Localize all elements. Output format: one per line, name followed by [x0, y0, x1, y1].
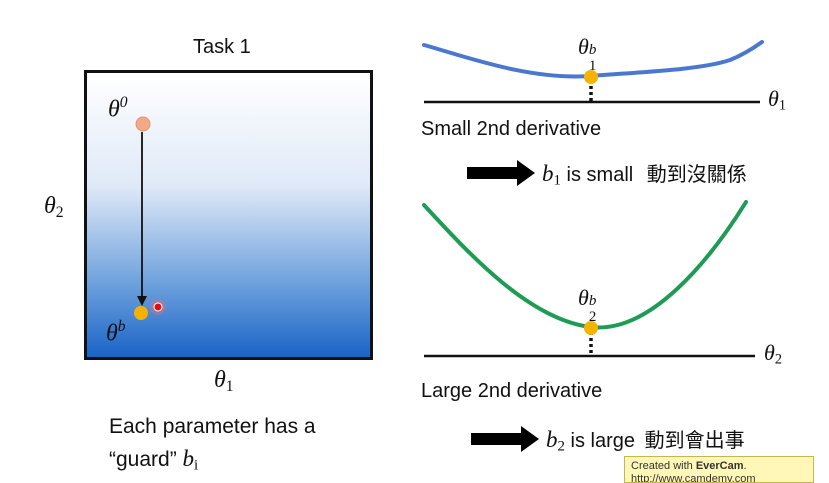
- trajectory-arrowhead: [137, 296, 147, 306]
- start-point: [135, 116, 151, 132]
- caption-line-1: Each parameter has a: [109, 415, 316, 438]
- task-title: Task 1: [193, 36, 251, 58]
- y-axis-label: θ2: [44, 193, 64, 221]
- bottom-caption: Large 2nd derivative: [421, 380, 603, 402]
- top-result-arrow-icon: [467, 160, 535, 186]
- bottom-min-point: [584, 321, 598, 335]
- parameter-space-panel: [84, 70, 373, 360]
- end-point: [134, 306, 148, 320]
- bottom-result-arrow-icon: [471, 426, 539, 452]
- watermark-url: http://www.camdemy.com: [631, 473, 756, 483]
- start-label: θ0: [108, 94, 128, 123]
- evercam-watermark[interactable]: Created with EverCam. http://www.camdemy…: [624, 456, 814, 483]
- top-result: b1 is small 動到沒關係: [542, 161, 747, 189]
- top-min-point: [584, 70, 598, 84]
- top-curve: [422, 40, 764, 79]
- top-axis-label: θ1: [768, 86, 786, 114]
- caption-line-2: “guard” bi: [109, 446, 199, 474]
- laser-pointer-dot: [153, 302, 163, 312]
- top-caption: Small 2nd derivative: [421, 118, 602, 140]
- end-label: θb: [106, 318, 126, 347]
- bottom-axis-label: θ2: [764, 340, 782, 368]
- bottom-result: b2 is large 動到會出事: [546, 427, 745, 455]
- watermark-line-1: Created with EverCam.: [631, 460, 747, 472]
- x-axis-label: θ1: [214, 367, 234, 395]
